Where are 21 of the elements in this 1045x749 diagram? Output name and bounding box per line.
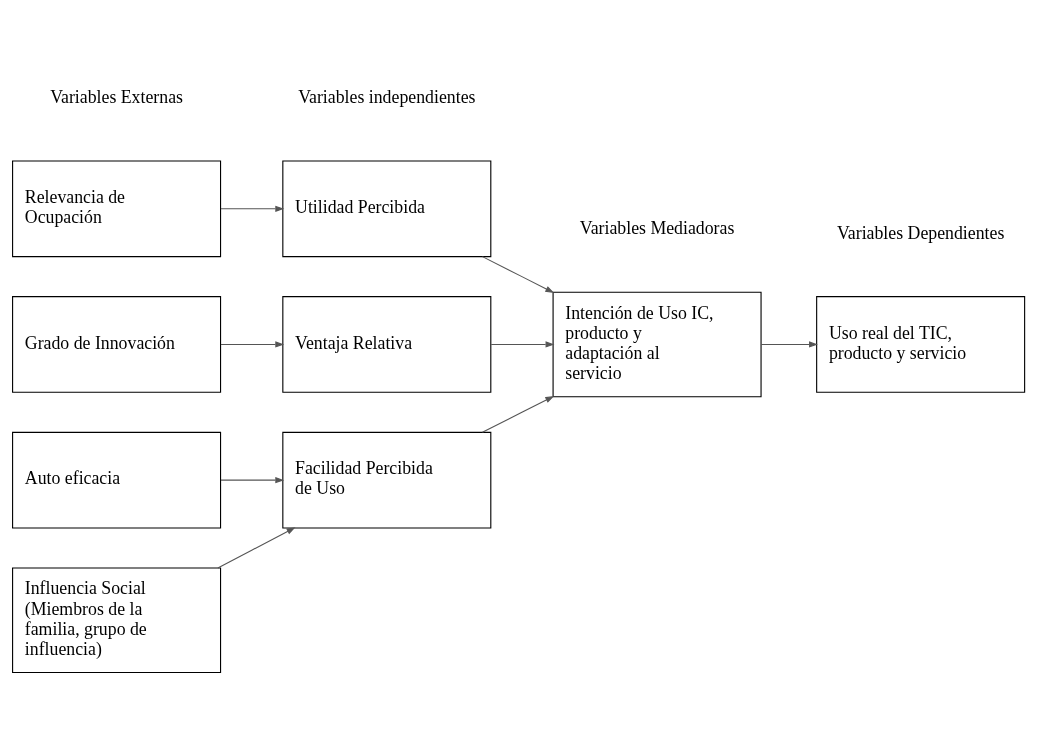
node-box: Influencia Social (Miembros de la familia, grupo de influencia) xyxy=(12,567,222,674)
node-box: Intención de Uso IC, producto y adaptación al servicio xyxy=(552,291,762,398)
node-box: Ventaja Relativa xyxy=(282,296,492,393)
node-box: Auto eficacia xyxy=(12,431,222,529)
label: Variables independientes xyxy=(298,86,476,107)
label: Variables Mediadoras xyxy=(579,218,735,239)
node-box: Grado de Innovación xyxy=(12,296,222,393)
arrow xyxy=(490,341,555,348)
label: Variables Dependientes xyxy=(836,222,1005,243)
arrow xyxy=(481,256,555,293)
arrow xyxy=(481,395,555,433)
arrow xyxy=(220,341,285,348)
node-box: Utilidad Percibida xyxy=(282,160,492,258)
node-box: Facilidad Percibida de Uso xyxy=(282,431,492,529)
node-box: Uso real del TIC, producto y servicio xyxy=(816,296,1026,393)
arrow xyxy=(217,527,296,569)
label: Variables Externas xyxy=(50,86,183,107)
node-box: Relevancia de Ocupación xyxy=(12,160,222,258)
arrow xyxy=(220,205,285,212)
arrow xyxy=(760,341,818,348)
arrow xyxy=(220,477,285,484)
